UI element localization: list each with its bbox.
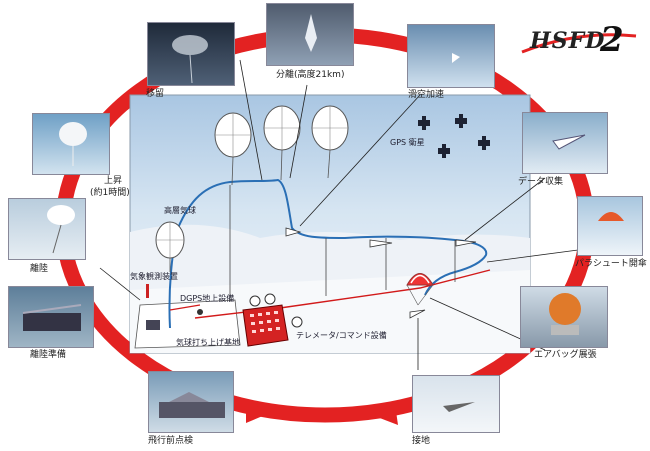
photo-loiter (147, 22, 235, 86)
photo-launch-prep (8, 286, 94, 348)
label-weather-obs: 気象観測装置 (130, 272, 178, 281)
label-ascent: 上昇 (104, 176, 123, 186)
ring-arrow-bottom-right (372, 404, 398, 425)
logo-number: 2 (600, 20, 624, 60)
logo-text: HSFD (530, 28, 606, 54)
label-gps-sat: GPS 衛星 (390, 138, 425, 147)
label-telemetry: テレメータ/コマンド設備 (296, 331, 387, 340)
label-launch-prep: 離陸準備 (30, 350, 67, 360)
photo-ascent (32, 113, 110, 175)
label-landing: 接地 (412, 436, 431, 446)
photo-parachute (577, 196, 643, 256)
label-launch-base: 気球打ち上げ基地 (176, 338, 240, 347)
telemetry-building (242, 293, 289, 347)
photo-preflight (148, 371, 234, 433)
label-preflight: 飛行前点検 (148, 436, 194, 446)
ground-vehicle (146, 320, 160, 330)
label-dgps: DGPS地上設備 (180, 294, 235, 303)
label-liftoff: 離陸 (30, 264, 49, 274)
label-data-collection: データ収集 (518, 177, 564, 187)
label-airbag: エアバッグ展張 (534, 350, 597, 360)
balloon-1 (214, 112, 252, 186)
launch-base-pad (134, 299, 241, 349)
gps-satellites (418, 114, 490, 158)
photo-landing (412, 375, 500, 433)
label-high-balloon: 高層気球 (164, 206, 196, 215)
photo-airbag (520, 286, 608, 348)
weather-mast (146, 284, 149, 298)
ring-arrow-bottom-left (246, 402, 272, 423)
balloon-low (155, 221, 185, 272)
label-loiter: 移留 (146, 89, 165, 99)
balloon-2 (263, 105, 301, 181)
logo-swoosh (521, 33, 637, 54)
label-free-fall: 滑空加速 (408, 90, 445, 100)
balloon-3 (311, 105, 349, 179)
telemetry-dish (291, 316, 303, 328)
label-ascent-duration: (約1時間) (90, 188, 130, 198)
label-parachute: パラシュート開傘 (575, 259, 647, 269)
parachute (406, 273, 434, 306)
hsfd-logo: HSFD 2 (518, 20, 638, 62)
vehicle-markers (285, 227, 477, 319)
label-separation: 分離(高度21km) (276, 70, 345, 80)
photo-data-collection (522, 112, 608, 174)
tracking-lines (229, 185, 456, 302)
photo-separation (266, 3, 354, 66)
photo-free-fall (407, 24, 495, 88)
dgps-dish (197, 309, 203, 315)
photo-liftoff (8, 198, 86, 260)
flight-trajectory (168, 178, 488, 329)
